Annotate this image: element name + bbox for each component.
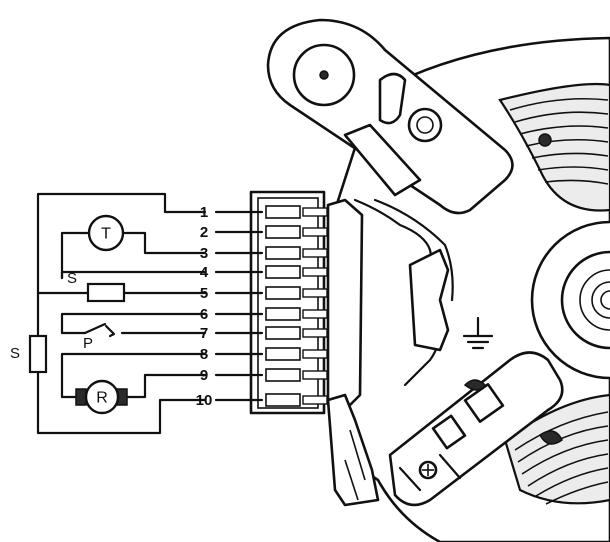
stator-winding-hatching-bottom [514, 411, 609, 505]
terminal-tab-7 [302, 328, 328, 338]
terminal-tab-10 [302, 395, 328, 405]
terminal-tab-6 [302, 309, 328, 319]
terminal-number-7: 7 [200, 325, 208, 342]
field-winding-label: S [67, 270, 77, 287]
terminal-number-6: 6 [200, 306, 208, 323]
terminal-numbers: 1 2 3 4 5 6 7 8 9 10 [196, 204, 213, 409]
ground-icon [462, 316, 494, 350]
terminal-tab-3 [302, 248, 328, 258]
terminal-number-3: 3 [200, 245, 208, 262]
stator-winding [28, 334, 48, 374]
rotor: R [75, 379, 128, 415]
terminal-number-1: 1 [200, 204, 208, 221]
wiring-schematic: T S P S R 1 2 3 4 5 6 7 8 9 10 [10, 192, 264, 435]
terminal-tab-1 [302, 207, 328, 217]
terminal-number-10: 10 [196, 392, 213, 409]
terminal-pin-8 [265, 347, 301, 361]
terminal-number-8: 8 [200, 346, 208, 363]
terminal-number-2: 2 [200, 224, 208, 241]
terminal-block [249, 190, 380, 507]
terminal-pin-7 [265, 326, 301, 340]
thermal-protector-label: P [83, 335, 93, 352]
terminal-tab-2 [302, 227, 328, 237]
terminal-pin-10 [265, 393, 301, 407]
terminal-number-5: 5 [200, 285, 208, 302]
terminal-leaders [214, 210, 264, 402]
terminal-pin-6 [265, 307, 301, 321]
terminal-number-4: 4 [200, 264, 209, 281]
terminal-tab-8 [302, 349, 328, 359]
stator-winding-label: S [10, 345, 20, 362]
stator-winding-hatching-top [509, 97, 609, 185]
motor-body [266, 18, 610, 542]
terminal-pins [265, 205, 328, 407]
terminal-number-9: 9 [200, 367, 208, 384]
terminal-tab-4 [302, 267, 328, 277]
terminal-pin-3 [265, 246, 301, 260]
terminal-pin-4 [265, 265, 301, 279]
terminal-tab-9 [302, 370, 328, 380]
terminal-pin-1 [265, 205, 301, 219]
terminal-pin-2 [265, 225, 301, 239]
tacho-label: T [101, 226, 111, 243]
rotor-label: R [96, 390, 108, 407]
field-winding [86, 282, 126, 303]
terminal-tab-5 [302, 288, 328, 298]
terminal-pin-9 [265, 368, 301, 382]
terminal-pin-5 [265, 286, 301, 300]
tacho-generator: T [87, 214, 125, 252]
thermal-protector: P [83, 322, 116, 352]
